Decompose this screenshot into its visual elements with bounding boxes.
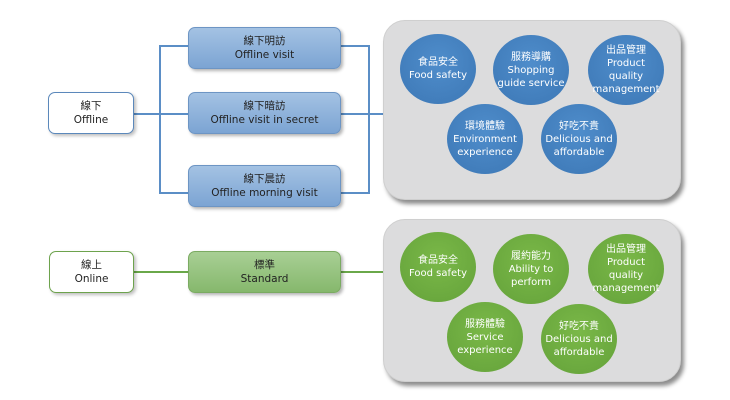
offline-root-node: 線下 Offline xyxy=(48,92,134,134)
criterion-en: Shopping guide service xyxy=(497,64,565,89)
node-en: Offline visit xyxy=(234,49,295,61)
connector xyxy=(159,192,188,194)
criterion-en: Delicious and affordable xyxy=(545,333,613,358)
criterion-en: Food safety xyxy=(408,268,467,279)
offline-method-morning: 線下晨訪 Offline morning visit xyxy=(188,165,341,207)
criterion-zh: 服務體驗 xyxy=(465,318,505,330)
node-zh: 線上 xyxy=(81,259,102,271)
node-en: Standard xyxy=(240,273,289,285)
offline-criterion: 服務導購 Shopping guide service xyxy=(493,35,569,105)
node-zh: 標準 xyxy=(254,259,275,271)
criterion-zh: 環境體驗 xyxy=(465,120,505,132)
node-en: Offline morning visit xyxy=(211,187,318,199)
offline-criterion: 出品管理 Product quality management xyxy=(588,35,664,105)
criterion-en: Food safety xyxy=(408,70,467,81)
online-criterion: 好吃不貴 Delicious and affordable xyxy=(541,304,617,374)
connector xyxy=(340,192,369,194)
connector xyxy=(134,271,188,273)
online-criterion: 食品安全 Food safety xyxy=(400,232,476,302)
offline-criterion: 好吃不貴 Delicious and affordable xyxy=(541,104,617,174)
connector xyxy=(159,45,188,47)
criterion-zh: 履約能力 xyxy=(511,250,551,262)
online-criterion: 出品管理 Product quality management xyxy=(588,234,664,304)
criterion-en: Environment experience xyxy=(453,133,517,158)
node-zh: 線下明訪 xyxy=(243,35,286,47)
online-criterion: 履約能力 Ability to perform xyxy=(493,234,569,304)
criterion-zh: 好吃不貴 xyxy=(559,120,599,132)
node-zh: 線下暗訪 xyxy=(243,100,286,112)
node-zh: 線下晨訪 xyxy=(243,173,286,185)
criterion-zh: 出品管理 xyxy=(606,244,646,255)
criterion-zh: 服務導購 xyxy=(511,51,551,63)
connector xyxy=(340,45,369,47)
offline-criterion: 食品安全 Food safety xyxy=(400,34,476,104)
criterion-en: Ability to perform xyxy=(508,263,554,288)
criterion-en: Service experience xyxy=(457,331,513,356)
node-en: Online xyxy=(74,273,109,285)
connector xyxy=(159,45,161,194)
offline-method-secret: 線下暗訪 Offline visit in secret xyxy=(188,92,341,134)
connector xyxy=(159,113,188,115)
connector xyxy=(340,271,385,273)
criterion-en: Delicious and affordable xyxy=(545,133,613,158)
criterion-zh: 出品管理 xyxy=(606,45,646,56)
online-method-standard: 標準 Standard xyxy=(188,251,341,293)
node-en: Offline xyxy=(73,114,109,126)
offline-criterion: 環境體驗 Environment experience xyxy=(447,104,523,174)
node-en: Offline visit in secret xyxy=(210,114,319,126)
criterion-zh: 食品安全 xyxy=(418,255,458,266)
node-zh: 線下 xyxy=(80,100,102,112)
connector xyxy=(340,113,385,115)
connector xyxy=(133,113,159,115)
criterion-en: Product quality management xyxy=(592,257,660,294)
criterion-zh: 好吃不貴 xyxy=(559,320,599,332)
criterion-en: Product quality management xyxy=(592,58,660,95)
online-root-node: 線上 Online xyxy=(49,251,134,293)
offline-method-visit: 線下明訪 Offline visit xyxy=(188,27,341,69)
online-criterion: 服務體驗 Service experience xyxy=(447,302,523,372)
criterion-zh: 食品安全 xyxy=(418,57,458,68)
connector xyxy=(368,45,370,194)
